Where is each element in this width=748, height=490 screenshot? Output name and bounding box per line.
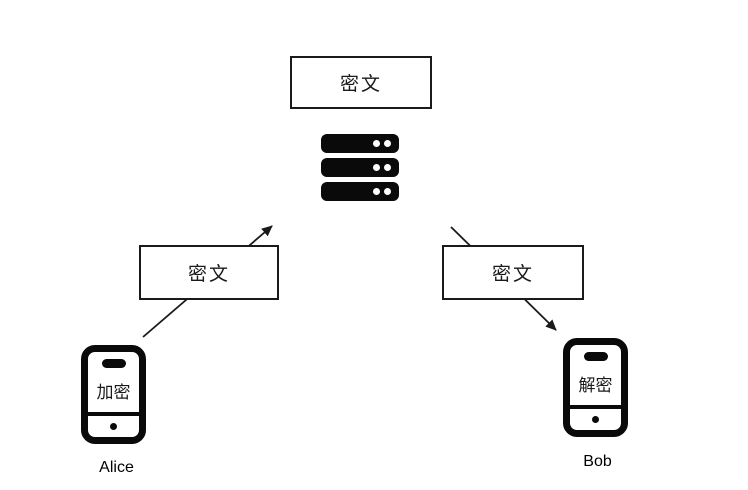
phone-speaker-bar	[583, 352, 608, 361]
server-led-dot	[373, 140, 380, 147]
ciphertext-box-left: 密文	[139, 245, 279, 300]
alice-smartphone-icon: 加密	[81, 345, 146, 444]
server-bar	[321, 158, 399, 177]
ciphertext-label-right: 密文	[491, 264, 534, 285]
server-led-dot	[384, 188, 391, 195]
ciphertext-box-top: 密文	[290, 56, 432, 109]
server-stack-icon	[321, 134, 399, 201]
server-led-dot	[373, 188, 380, 195]
bob-name-label: Bob	[583, 453, 612, 470]
server-led-dot	[373, 164, 380, 171]
server-bar	[321, 182, 399, 201]
home-button-dot	[592, 416, 599, 423]
phone-footer	[570, 405, 621, 430]
server-led-dot	[384, 164, 391, 171]
phone-footer	[88, 412, 139, 437]
alice-screen-label: 加密	[96, 382, 131, 402]
bob-screen-label: 解密	[578, 375, 613, 395]
server-bar	[321, 134, 399, 153]
bob-smartphone-icon: 解密	[563, 338, 628, 437]
phone-speaker-bar	[101, 359, 126, 368]
ciphertext-label-left: 密文	[187, 264, 230, 285]
server-led-dot	[384, 140, 391, 147]
ciphertext-box-right: 密文	[442, 245, 584, 300]
home-button-dot	[110, 423, 117, 430]
alice-name-label: Alice	[99, 459, 134, 476]
ciphertext-label-top: 密文	[339, 74, 382, 95]
